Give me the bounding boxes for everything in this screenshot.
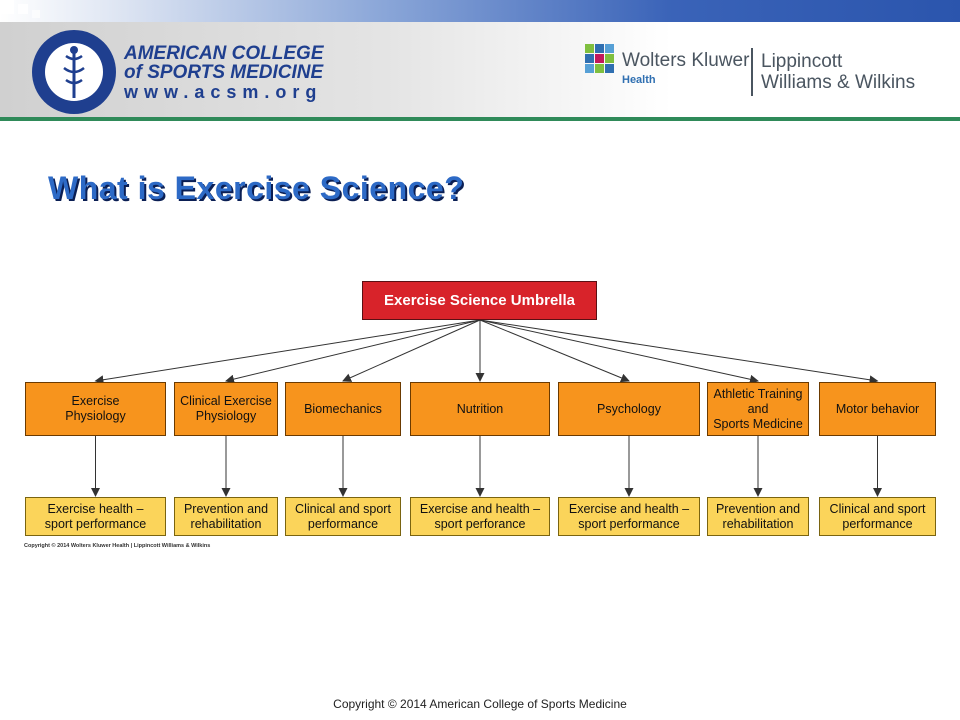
discipline-box: Motor behavior: [819, 382, 936, 436]
acsm-seal-logo: [32, 30, 116, 114]
outcome-box: Exercise and health – sport perforance: [410, 497, 550, 536]
discipline-box: Athletic Training and Sports Medicine: [707, 382, 809, 436]
acsm-name-line1: AMERICAN COLLEGE: [124, 43, 324, 64]
slide-title: What is Exercise Science?: [48, 170, 465, 206]
discipline-box: Exercise Physiology: [25, 382, 166, 436]
outcome-box: Clinical and sport performance: [819, 497, 936, 536]
logo-divider: [751, 48, 753, 96]
acsm-name-line2: of SPORTS MEDICINE: [124, 62, 324, 83]
wolters-kluwer-name: Wolters Kluwer: [622, 50, 750, 71]
outcome-box: Exercise health – sport performance: [25, 497, 166, 536]
connector-arrow: [342, 319, 481, 382]
outcome-box: Exercise and health – sport performance: [558, 497, 700, 536]
discipline-box: Psychology: [558, 382, 700, 436]
umbrella-box: Exercise Science Umbrella: [362, 281, 597, 320]
lww-line1: Lippincott: [761, 51, 843, 72]
discipline-box: Nutrition: [410, 382, 550, 436]
header-divider: [0, 117, 960, 121]
wolters-kluwer-health: Health: [622, 74, 656, 86]
figure-copyright: Copyright © 2014 Wolters Kluwer Health |…: [24, 543, 211, 549]
lww-name: Lippincott Williams & Wilkins: [761, 51, 915, 93]
acsm-url: www.acsm.org: [124, 82, 323, 102]
connector-arrow: [479, 319, 759, 384]
top-accent-bar: [0, 0, 960, 22]
connector-arrow: [479, 319, 630, 383]
header-band: [0, 22, 960, 118]
outcome-box: Prevention and rehabilitation: [707, 497, 809, 536]
outcome-box: Clinical and sport performance: [285, 497, 401, 536]
wolters-kluwer-logo-icon: [585, 44, 614, 73]
connector-arrow: [94, 319, 481, 385]
connector-arrow: [225, 319, 481, 384]
lww-line2: Williams & Wilkins: [761, 72, 916, 93]
discipline-box: Biomechanics: [285, 382, 401, 436]
discipline-box: Clinical Exercise Physiology: [174, 382, 278, 436]
slide-footer: Copyright © 2014 American College of Spo…: [333, 697, 627, 711]
connector-arrow: [479, 319, 879, 385]
outcome-box: Prevention and rehabilitation: [174, 497, 278, 536]
acsm-name: AMERICAN COLLEGE of SPORTS MEDICINE: [124, 44, 324, 82]
